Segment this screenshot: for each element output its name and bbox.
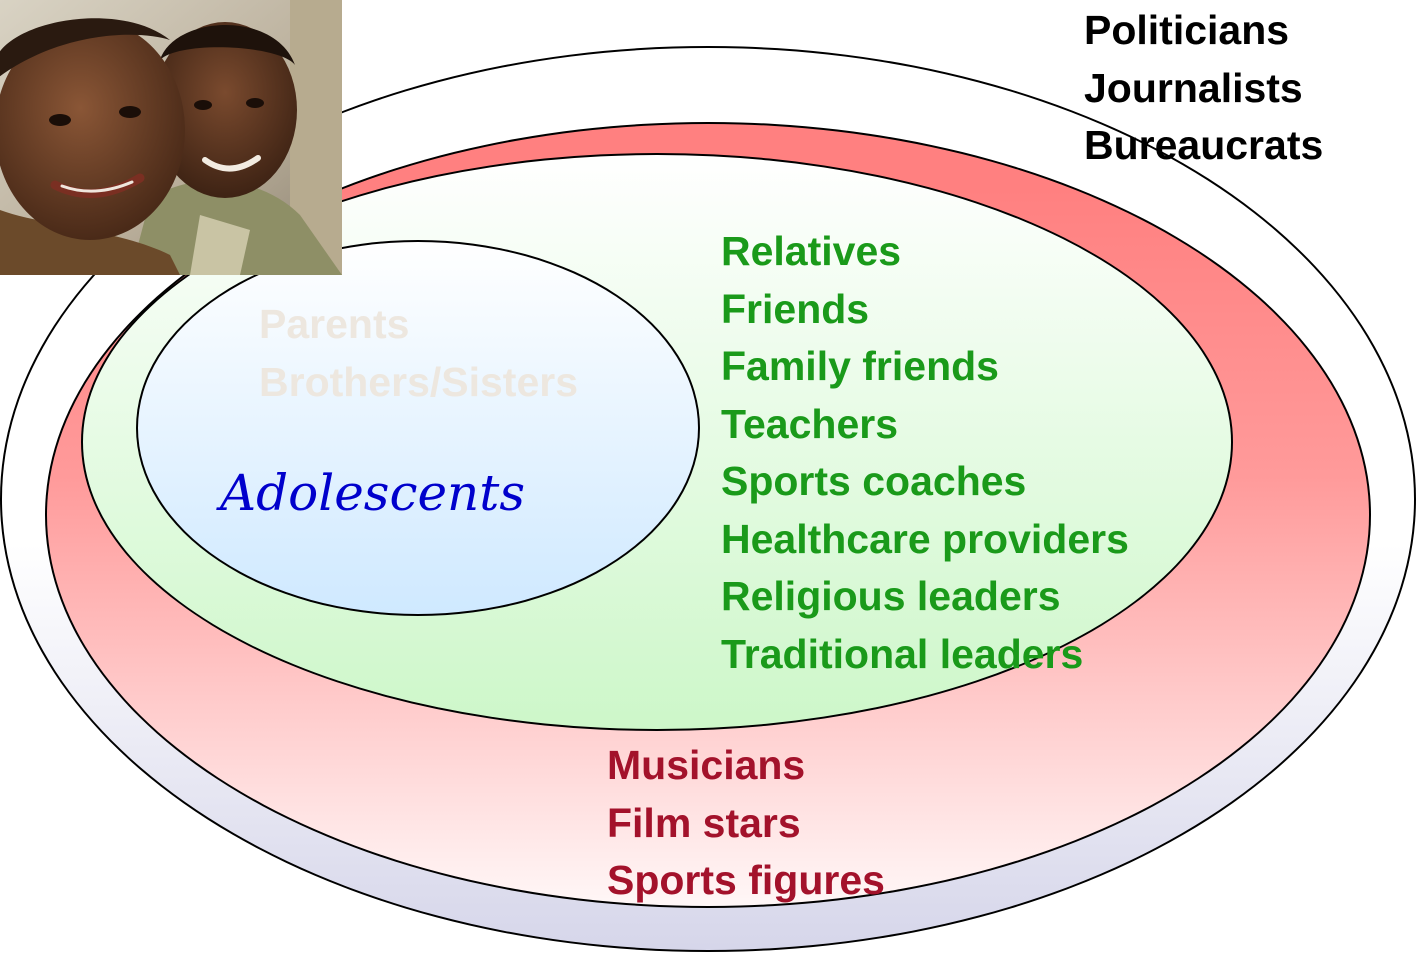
society-item: Politicians [1084,7,1290,53]
society-item: Journalists [1084,64,1303,111]
media-list: Musicians Film stars Sports figures [607,737,885,910]
society-list: Politicians Journalists Bureaucrats [1084,2,1323,175]
mother-and-son-photo [0,0,342,275]
community-item: Religious leaders [721,573,1061,619]
community-item: Family friends [721,343,999,389]
family-item: Brothers/Sisters [259,358,579,405]
media-item: Musicians [607,742,806,788]
media-item: Film stars [607,799,801,846]
community-item: Traditional leaders [721,630,1084,677]
center-circle [136,240,700,616]
community-item: Relatives [721,228,902,274]
community-item: Healthcare providers [721,515,1129,562]
center-label: Adolescents [220,464,526,522]
society-item: Bureaucrats [1084,122,1324,168]
family-list: Parents Brothers/Sisters [259,296,578,411]
media-item: Sports figures [607,857,885,903]
community-list: Relatives Friends Family friends Teacher… [721,223,1129,683]
community-item: Friends [721,285,870,332]
community-item: Teachers [721,400,899,447]
family-item: Parents [259,301,410,347]
community-item: Sports coaches [721,458,1027,504]
